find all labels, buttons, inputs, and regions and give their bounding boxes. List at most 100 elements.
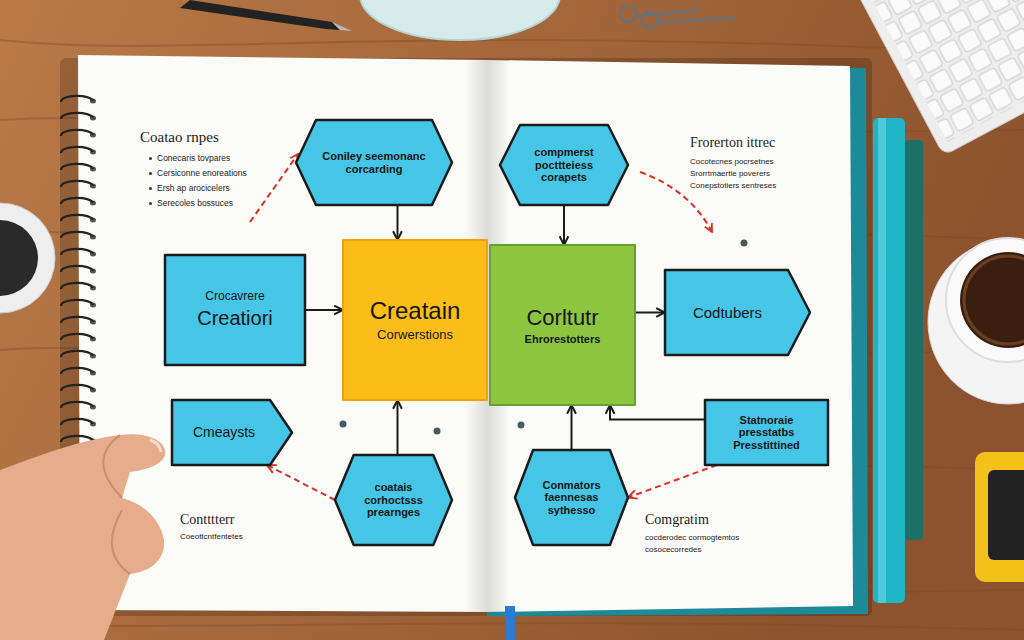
note-line: Ersh ap arocicelers bbox=[148, 183, 230, 193]
label-slot: Comgratim bbox=[645, 512, 709, 529]
label-slot: Contttterr bbox=[180, 512, 234, 529]
label-slot: cosocecorredes bbox=[645, 545, 701, 555]
label-slot: Conepstotiers sentreses bbox=[690, 181, 776, 191]
fingernail bbox=[150, 440, 161, 452]
label-slot: Frorerton ittrec bbox=[690, 135, 775, 152]
flow-arrow bbox=[397, 400, 399, 455]
node-shape bbox=[490, 245, 635, 405]
coffee-cup bbox=[946, 238, 1024, 362]
bookmark-ribbon bbox=[505, 606, 515, 640]
node-text: Corwerstions bbox=[351, 328, 479, 343]
label-slot: Cersiconne enoreations bbox=[148, 168, 247, 178]
arrow-box: Cmeaysts bbox=[172, 400, 292, 465]
note-line: Coeottcntfentetes bbox=[180, 532, 243, 542]
saucer bbox=[928, 240, 1024, 404]
process-hexagon: Conmators faennesas sythesso bbox=[515, 450, 628, 545]
node-text: compmerst pocttteiess corapets bbox=[525, 146, 603, 184]
note-heading: Comgratim bbox=[645, 512, 709, 529]
note-line: cocderodec cormogtemtos bbox=[645, 533, 739, 543]
label-slot: Cocotecnes pocrsetnes bbox=[690, 157, 774, 167]
pencil bbox=[873, 118, 905, 603]
flow-arrow bbox=[563, 205, 565, 245]
cup bbox=[0, 203, 55, 313]
pen-tip bbox=[332, 22, 352, 31]
note-line: Serecoles bossuces bbox=[148, 198, 233, 208]
process-box: Statnoraie presstatbs Presstittined bbox=[705, 400, 828, 465]
dot bbox=[340, 421, 347, 428]
label-slot: cocderodec cormogtemtos bbox=[645, 533, 739, 543]
node-shape bbox=[165, 255, 305, 365]
process-hexagon: Coniley seemonanc corcarding bbox=[296, 120, 452, 205]
node-shape bbox=[343, 240, 487, 400]
node-shape bbox=[515, 450, 628, 545]
device-screen bbox=[988, 470, 1024, 560]
label-slot: Coatao rnpes bbox=[140, 128, 219, 146]
node-text: Ehrorestotters bbox=[498, 333, 627, 346]
dashed-arrow bbox=[267, 465, 335, 500]
node-heading: Crocavrere bbox=[175, 290, 295, 304]
scissors-blade bbox=[636, 10, 735, 22]
pen bbox=[180, 0, 340, 30]
hand bbox=[0, 434, 165, 640]
node-text: Codtubers bbox=[675, 304, 780, 321]
process-hexagon: compmerst pocttteiess corapets bbox=[500, 125, 628, 205]
note-line: Cocotecnes pocrsetnes bbox=[690, 157, 774, 167]
dot bbox=[434, 428, 441, 435]
flow-arrow bbox=[635, 312, 665, 314]
note-heading: Frorerton ittrec bbox=[690, 135, 775, 152]
node-shape bbox=[335, 455, 452, 545]
coffee-crema bbox=[964, 256, 1024, 344]
flow-arrow bbox=[305, 309, 343, 311]
note-line: Conepstotiers sentreses bbox=[690, 181, 776, 191]
node-shape bbox=[500, 125, 628, 205]
node-text: Coniley seemonanc corcarding bbox=[322, 150, 426, 175]
cup-coffee bbox=[0, 220, 38, 296]
process-hexagon: coatais corhoctsss prearnges bbox=[335, 455, 452, 545]
central-box: CorltutrEhrorestotters bbox=[490, 245, 635, 405]
node-shape bbox=[665, 270, 810, 355]
yellow-device bbox=[975, 452, 1024, 582]
node-shape bbox=[172, 400, 292, 465]
label-slot: Ersh ap arocicelers bbox=[148, 183, 230, 193]
pencil-highlight bbox=[878, 118, 886, 603]
dashed-arrow bbox=[628, 465, 717, 498]
finger-line bbox=[103, 435, 130, 574]
note-heading: Contttterr bbox=[180, 512, 234, 529]
note-line: cosocecorredes bbox=[645, 545, 701, 555]
mug bbox=[360, 0, 560, 40]
node-heading: Creatain bbox=[351, 297, 479, 325]
process-box: CrocavrereCreatiori bbox=[165, 255, 305, 365]
flow-arrow bbox=[571, 405, 573, 450]
note-heading: Coatao rnpes bbox=[140, 128, 219, 146]
label-slot: Coeottcntfentetes bbox=[180, 532, 243, 542]
scissors bbox=[620, 6, 735, 28]
node-text: Creatiori bbox=[175, 307, 295, 330]
marker-pen bbox=[905, 140, 923, 540]
node-shape bbox=[296, 120, 452, 205]
dashed-pointer bbox=[250, 154, 298, 222]
dot bbox=[741, 240, 748, 247]
dot bbox=[518, 422, 525, 429]
flow-arrow bbox=[610, 405, 705, 420]
node-shape bbox=[705, 400, 828, 465]
label-slot: Serecoles bossuces bbox=[148, 198, 233, 208]
note-line: Conecaris tovpares bbox=[148, 153, 230, 163]
node-heading: Corltutr bbox=[498, 305, 627, 330]
note-line: Srorrtmaertie poverers bbox=[690, 169, 770, 179]
label-slot: Srorrtmaertie poverers bbox=[690, 169, 770, 179]
label-slot: Conecaris tovpares bbox=[148, 153, 230, 163]
right-page bbox=[487, 60, 853, 612]
flow-arrow bbox=[397, 205, 399, 240]
note-line: Cersiconne enoreations bbox=[148, 168, 247, 178]
node-text: Cmeaysts bbox=[180, 424, 268, 440]
scissors-ring bbox=[620, 6, 636, 22]
node-text: Statnoraie presstatbs Presstittined bbox=[713, 414, 820, 452]
node-text: coatais corhoctsss prearnges bbox=[359, 481, 428, 519]
arrow-box: Codtubers bbox=[665, 270, 810, 355]
central-box: CreatainCorwerstions bbox=[343, 240, 487, 400]
grain-line bbox=[0, 40, 1024, 55]
spiral-binding bbox=[55, 92, 105, 466]
node-text: Conmators faennesas sythesso bbox=[539, 479, 604, 517]
